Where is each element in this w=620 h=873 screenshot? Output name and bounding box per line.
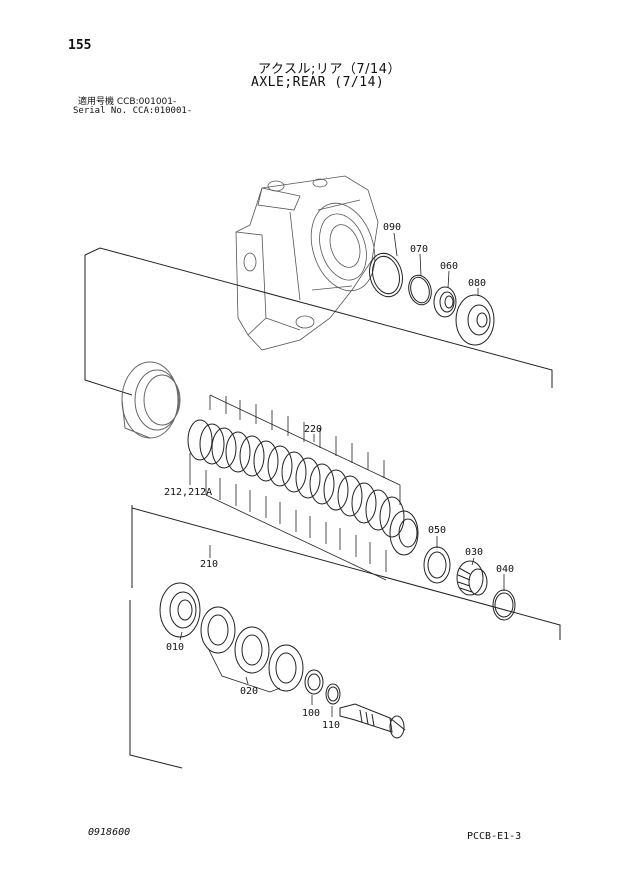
title-japanese: アクスル;リア（7/14） (258, 62, 402, 77)
bracket-020 (207, 647, 281, 693)
assembly-outline-upper (84, 247, 553, 388)
assembly-outline-left (84, 255, 133, 396)
gear-030 (456, 560, 488, 596)
seal-080 (455, 294, 495, 346)
title-english: AXLE;REAR (7/14) (251, 75, 385, 90)
clutch-drum (121, 361, 181, 439)
serial-range-japanese: 適用号機 CCB:001001- (78, 97, 177, 107)
callout-070: 070 (410, 244, 428, 255)
serial-range-english: Serial No. CCA:010001- (73, 106, 193, 116)
axle-housing (235, 175, 379, 351)
snap-ring-090 (369, 252, 403, 298)
ring-050 (423, 546, 451, 584)
leader-lines (179, 232, 505, 717)
bearing-060 (433, 286, 457, 318)
snap-ring-040 (492, 589, 516, 621)
assembly-outline-lower-left (129, 600, 183, 769)
bracket-210 (205, 470, 387, 581)
shim-washers-020 (200, 606, 304, 692)
sheet-code: PCCB-E1-3 (467, 831, 522, 842)
callout-040: 040 (496, 564, 514, 575)
callout-210: 210 (200, 559, 218, 570)
callout-050: 050 (428, 525, 446, 536)
callout-220: 220 (304, 424, 322, 435)
ring-110 (325, 683, 341, 705)
callout-060: 060 (440, 261, 458, 272)
callout-030: 030 (465, 547, 483, 558)
callout-212-212a: 212,212A (164, 487, 212, 498)
hub-010 (159, 582, 201, 638)
document-number: 0918600 (88, 827, 131, 838)
page-number: 155 (68, 38, 92, 53)
bracket-220 (209, 394, 401, 505)
callout-090: 090 (383, 222, 401, 233)
ring-100 (304, 669, 324, 695)
clutch-disc-stack (187, 419, 419, 556)
callout-080: 080 (468, 278, 486, 289)
callout-110: 110 (322, 720, 340, 731)
pinion-shaft (339, 703, 406, 739)
callout-100: 100 (302, 708, 320, 719)
ring-070 (408, 274, 432, 306)
callout-020: 020 (240, 686, 258, 697)
callout-010: 010 (166, 642, 184, 653)
